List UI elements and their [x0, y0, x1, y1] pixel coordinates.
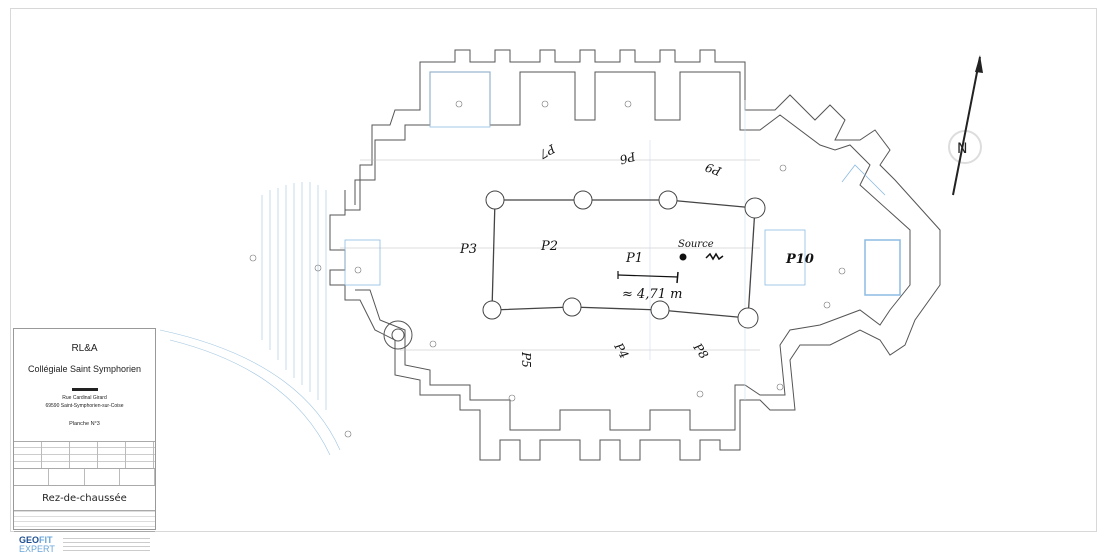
point-p10: P10: [785, 252, 814, 267]
floor-plan: P3 P2 P1 P10 Source ≈ 4,71 m P7 P6 P9 P5…: [159, 49, 983, 461]
level-title: Rez-de-chaussée: [14, 486, 155, 511]
point-p8: P8: [690, 340, 711, 362]
point-p6: P6: [618, 149, 638, 167]
revision-table: [14, 442, 155, 469]
point-p7: P7: [537, 141, 559, 162]
company-address: [62, 536, 150, 554]
point-p5: P5: [519, 351, 533, 368]
legend: [14, 511, 155, 532]
distance-tick-right: [676, 271, 679, 284]
title-block: RL&A Collégiale Saint Symphorien Rue Car…: [13, 328, 156, 554]
source-label: Source: [678, 239, 714, 250]
brand-geo: GEO: [19, 535, 40, 545]
pillars: [482, 190, 766, 329]
entrance-steps: [159, 182, 341, 456]
drawing-frame: [10, 8, 1097, 532]
distance-label: ≈ 4,71 m: [622, 287, 682, 302]
sheet-number: Planche N°3: [69, 421, 100, 427]
point-p9: P9: [703, 160, 724, 179]
source-marker: [679, 253, 687, 261]
distance-line: [617, 274, 679, 278]
scribble-mark: [705, 252, 724, 261]
point-p3: P3: [459, 242, 477, 257]
outer-walls: [329, 49, 941, 461]
point-p4: P4: [611, 340, 631, 361]
building-name: Collégiale Saint Symphorien: [27, 364, 142, 374]
point-p1: P1: [625, 251, 643, 266]
address-line1: Rue Cardinal Girard: [62, 395, 107, 401]
brand-expert: EXPERT: [19, 544, 55, 554]
handwritten-annotations: P3 P2 P1 P10 Source ≈ 4,71 m P7 P6 P9 P5…: [459, 141, 814, 368]
scale-bar: [71, 388, 98, 391]
brand-fit: FIT: [39, 535, 53, 545]
survey-markers: [249, 100, 846, 438]
client-name: RL&A: [71, 343, 98, 354]
address-line2: 69590 Saint-Symphorien-sur-Coise: [45, 403, 124, 409]
info-cells: [14, 469, 155, 486]
room-outlines: [344, 71, 901, 296]
north-arrow: N: [948, 55, 983, 196]
point-p2: P2: [540, 239, 558, 254]
interior-lines: [340, 100, 760, 400]
north-label: N: [957, 141, 967, 157]
